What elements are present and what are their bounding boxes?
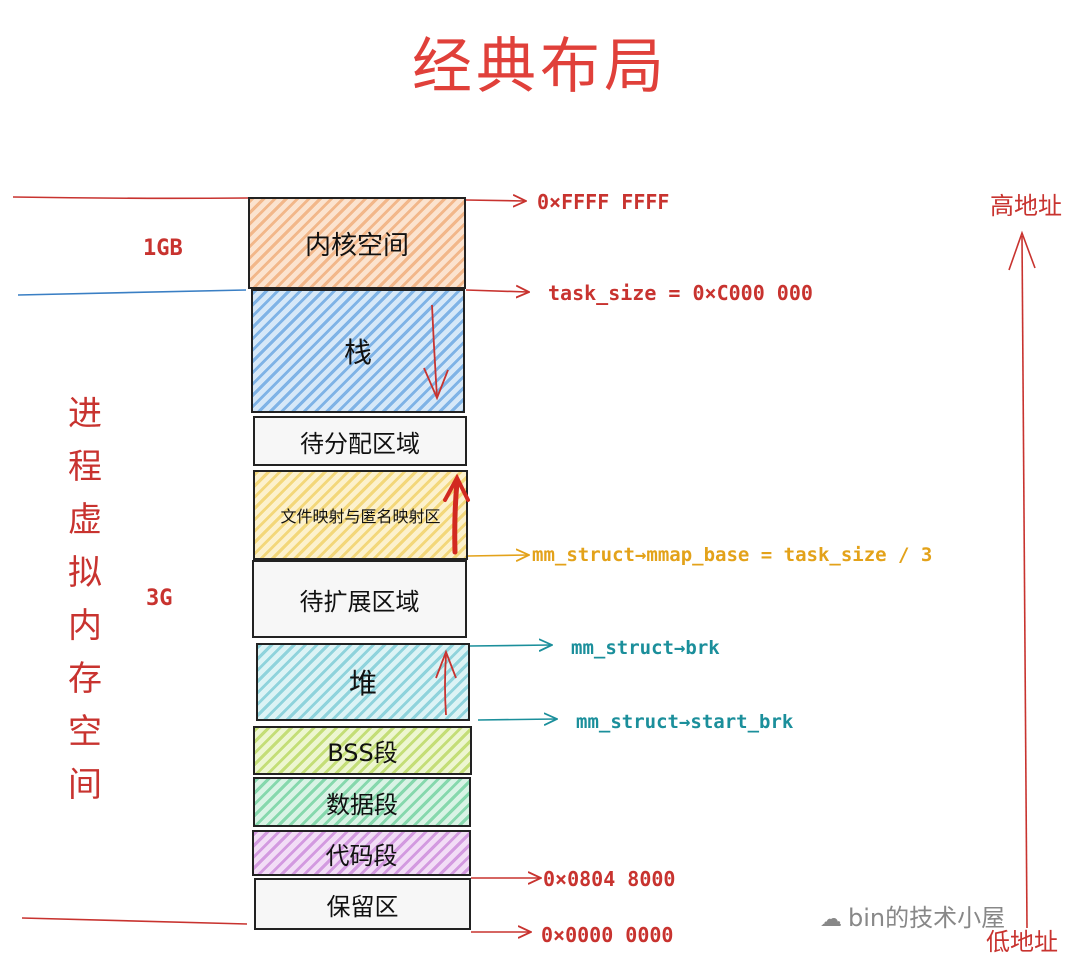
side-char: 虚 xyxy=(68,500,102,540)
side-char: 间 xyxy=(68,765,102,805)
segment-expand-label: 待扩展区域 xyxy=(299,587,420,616)
segment-text: 代码段 xyxy=(252,830,471,876)
label-task-size: task_size = 0×C000 000 xyxy=(548,281,813,305)
label-text-start: 0×0804 8000 xyxy=(543,867,676,891)
segment-data-label: 数据段 xyxy=(326,790,398,819)
segment-heap-label: 堆 xyxy=(348,667,377,700)
label-mmap-base: mm_struct→mmap_base = task_size / 3 xyxy=(532,544,933,566)
segment-reserved: 保留区 xyxy=(254,878,471,930)
mmap-growth-arrow xyxy=(452,479,460,555)
segment-heap: 堆 xyxy=(256,643,470,721)
side-char: 内 xyxy=(68,606,102,646)
side-label-process-virtual-memory: 进 程 虚 拟 内 存 空 间 xyxy=(60,388,110,812)
label-low-address: 低地址 xyxy=(986,928,1058,956)
arrow-brk xyxy=(469,645,551,646)
segment-stack: 栈 xyxy=(251,289,465,413)
segment-stack-label: 栈 xyxy=(343,336,372,369)
arrow-task-size xyxy=(465,290,528,292)
segment-mmap-label: 文件映射与匿名映射区 xyxy=(280,507,441,526)
side-char: 空 xyxy=(68,712,102,752)
wechat-icon: ☁ xyxy=(820,907,842,932)
side-char: 进 xyxy=(68,394,102,434)
stack-growth-arrow xyxy=(431,304,438,398)
address-direction-arrow xyxy=(1021,235,1028,929)
side-char: 拟 xyxy=(68,553,102,593)
segment-unallocated-label: 待分配区域 xyxy=(300,429,420,458)
label-start-brk: mm_struct→start_brk xyxy=(576,711,794,733)
segment-kernel-label: 内核空间 xyxy=(304,230,409,261)
heap-growth-arrow xyxy=(444,654,447,716)
label-zero-address: 0×0000 0000 xyxy=(541,923,674,947)
diagram-title: 经典布局 xyxy=(412,32,668,102)
top-boundary-line xyxy=(12,196,249,200)
watermark-text: bin的技术小屋 xyxy=(848,904,1006,932)
segment-text-label: 代码段 xyxy=(325,841,398,870)
label-brk: mm_struct→brk xyxy=(571,637,720,659)
arrow-start-brk xyxy=(477,719,556,720)
segment-kernel-space: 内核空间 xyxy=(248,197,466,289)
segment-expand: 待扩展区域 xyxy=(252,560,467,638)
label-kernel-size: 1GB xyxy=(143,236,183,261)
segment-data: 数据段 xyxy=(253,777,471,827)
label-high-address: 高地址 xyxy=(990,192,1062,220)
side-char: 存 xyxy=(68,659,102,699)
segment-bss-label: BSS段 xyxy=(327,739,398,767)
segment-unallocated: 待分配区域 xyxy=(253,416,467,466)
label-user-size: 3G xyxy=(146,586,173,611)
side-char: 程 xyxy=(68,447,102,487)
label-top-address: 0×FFFF FFFF xyxy=(537,190,670,214)
watermark: ☁bin的技术小屋 xyxy=(820,898,1005,933)
segment-bss: BSS段 xyxy=(253,726,472,775)
arrow-mmap-base xyxy=(467,555,528,556)
segment-reserved-label: 保留区 xyxy=(326,892,399,921)
segment-mmap: 文件映射与匿名映射区 xyxy=(253,470,468,560)
kernel-boundary-line xyxy=(17,289,247,296)
bottom-boundary-line xyxy=(21,917,248,925)
arrow-top-address xyxy=(465,200,525,201)
